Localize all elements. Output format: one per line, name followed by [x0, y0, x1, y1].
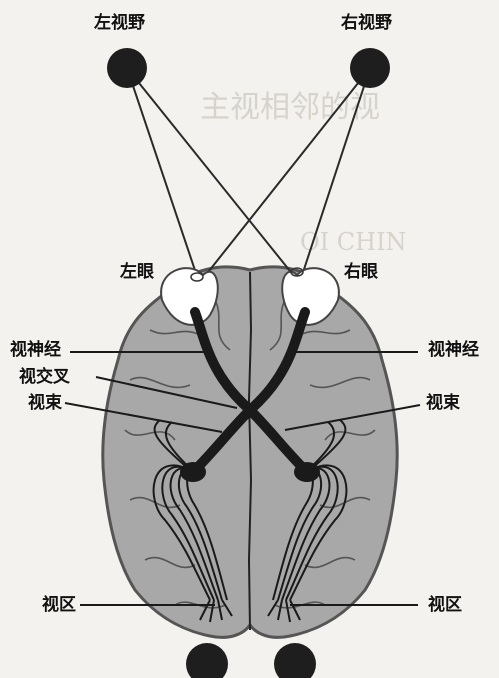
- left-visual-field-dot: [107, 48, 147, 88]
- visual-cortex-left-label: 视区: [40, 595, 78, 615]
- right-eye-label: 右眼: [342, 262, 380, 282]
- bottom-right-dot: [274, 643, 316, 678]
- left-eye-label: 左眼: [118, 262, 156, 282]
- optic-tract-left-label: 视束: [26, 393, 64, 413]
- right-visual-field-dot: [350, 48, 390, 88]
- bottom-left-dot: [186, 643, 228, 678]
- right-visual-field-label: 右视野: [339, 13, 394, 33]
- left-visual-field-label: 左视野: [92, 13, 147, 33]
- optic-tract-right-label: 视束: [424, 393, 462, 413]
- optic-nerve-left-label: 视神经: [8, 340, 63, 360]
- visual-cortex-right-label: 视区: [426, 595, 464, 615]
- optic-nerve-right-label: 视神经: [426, 340, 481, 360]
- optic-chiasm-label: 视交叉: [17, 367, 72, 387]
